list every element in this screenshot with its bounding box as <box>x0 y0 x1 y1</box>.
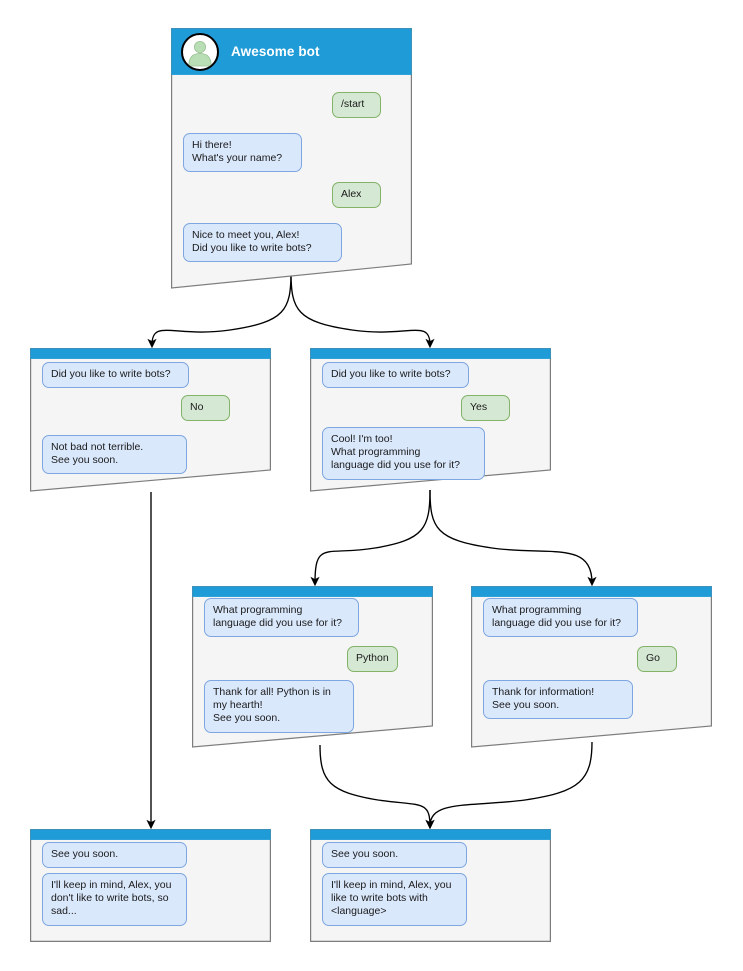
message-bubble-bot: Not bad not terrible. See you soon. <box>42 435 187 475</box>
connector-yes-to-go <box>429 489 597 587</box>
message-bubble-user: /start <box>332 92 381 119</box>
end-yes-window[interactable]: See you soon. I'll keep in mind, Alex, y… <box>310 829 551 942</box>
root-window-header: Awesome bot <box>171 28 412 75</box>
message-bubble-bot: What programming language did you use fo… <box>204 598 359 638</box>
root-window[interactable]: Awesome bot /start Hi there! What's your… <box>171 28 412 290</box>
connector-yes-to-python <box>310 489 431 587</box>
message-bubble-user: Alex <box>332 182 381 209</box>
end-no-window[interactable]: See you soon. I'll keep in mind, Alex, y… <box>30 829 271 942</box>
go-branch-window[interactable]: What programming language did you use fo… <box>471 586 712 749</box>
message-bubble-bot: See you soon. <box>42 842 187 869</box>
message-bubble-bot: Thank for all! Python is in my hearth! S… <box>204 680 354 733</box>
message-bubble-bot: Nice to meet you, Alex! Did you like to … <box>183 223 342 263</box>
message-bubble-bot: Thank for information! See you soon. <box>483 680 633 720</box>
connector-go-to-end-yes <box>425 741 593 830</box>
message-bubble-user: No <box>181 395 230 422</box>
message-bubble-bot: What programming language did you use fo… <box>483 598 638 638</box>
root-window-title: Awesome bot <box>231 44 320 59</box>
message-bubble-user: Go <box>637 646 677 673</box>
message-bubble-bot: See you soon. <box>322 842 467 869</box>
no-branch-window[interactable]: Did you like to write bots? No Not bad n… <box>30 348 271 493</box>
message-bubble-user: Yes <box>461 395 510 422</box>
python-branch-window[interactable]: What programming language did you use fo… <box>192 586 433 749</box>
message-bubble-bot: Cool! I'm too! What programming language… <box>322 427 485 480</box>
message-bubble-bot: Did you like to write bots? <box>42 362 189 389</box>
person-avatar-icon <box>181 32 219 71</box>
message-bubble-bot: I'll keep in mind, Alex, you like to wri… <box>322 873 467 926</box>
yes-branch-window[interactable]: Did you like to write bots? Yes Cool! I'… <box>310 348 551 493</box>
message-bubble-user: Python <box>347 646 398 673</box>
message-bubble-bot: I'll keep in mind, Alex, you don't like … <box>42 873 187 926</box>
message-bubble-bot: Did you like to write bots? <box>322 362 469 389</box>
message-bubble-bot: Hi there! What's your name? <box>183 133 302 173</box>
connector-python-to-end-yes <box>319 744 435 830</box>
